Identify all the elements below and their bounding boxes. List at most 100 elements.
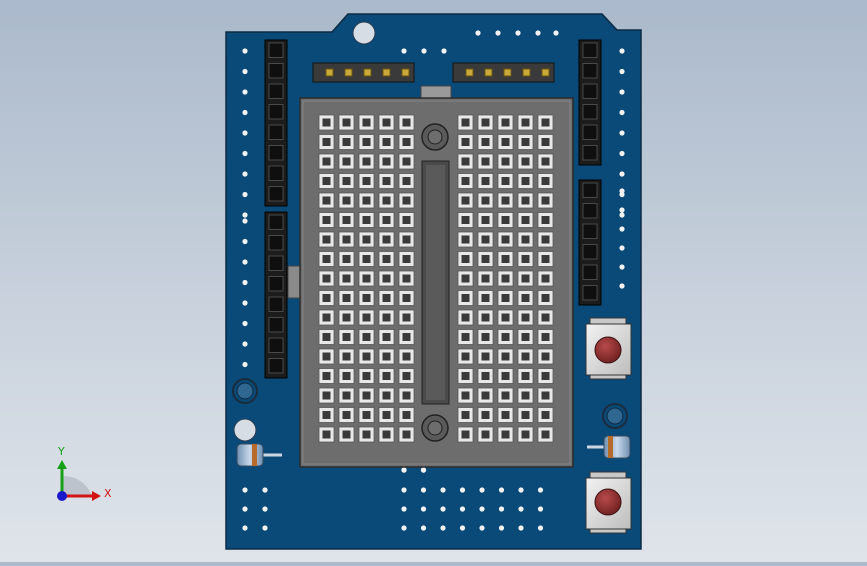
breadboard-hole-inner	[481, 255, 490, 263]
breadboard-hole-inner	[362, 352, 371, 361]
breadboard-hole-inner	[521, 196, 530, 205]
push-button-bottom[interactable]	[585, 471, 632, 534]
pcb-pad	[242, 506, 248, 512]
header-socket	[582, 104, 598, 120]
x-axis-label: X	[104, 487, 112, 500]
breadboard-hole-inner	[362, 216, 371, 224]
breadboard-hole-inner	[541, 294, 550, 302]
breadboard-hole-inner	[481, 372, 490, 380]
pcb-pad	[242, 191, 248, 198]
pcb-pad	[619, 226, 625, 232]
breadboard-hole-inner	[342, 391, 351, 400]
breadboard-hole-inner	[402, 391, 411, 400]
pcb-pad	[619, 130, 625, 136]
breadboard-hole-inner	[402, 177, 411, 185]
header-socket	[268, 145, 284, 161]
pcb-pad	[619, 188, 625, 194]
breadboard-hole-inner	[322, 274, 331, 283]
breadboard-hole-inner	[461, 313, 470, 322]
connector-pin	[503, 68, 512, 77]
breadboard-hole-inner	[322, 333, 331, 341]
pcb-pad	[498, 487, 505, 493]
pcb-pad	[242, 212, 248, 218]
potentiometer-left[interactable]	[236, 443, 282, 467]
breadboard-hole-inner	[382, 352, 391, 361]
pcb-pads	[242, 30, 625, 531]
breadboard-hole-inner	[382, 333, 391, 341]
z-axis-dot	[57, 491, 67, 501]
breadboard-hole-inner	[461, 430, 470, 439]
header-socket	[582, 145, 598, 161]
breadboard-hole-inner	[362, 157, 371, 166]
breadboard-hole-inner	[501, 313, 510, 322]
pcb-pad	[479, 525, 485, 531]
pcb-pad	[619, 48, 625, 54]
breadboard-hole-inner	[481, 391, 490, 400]
pcb-pad	[498, 525, 505, 531]
pcb-pad	[619, 245, 625, 251]
pcb-pad	[401, 48, 407, 54]
breadboard-hole-inner	[521, 235, 530, 244]
breadboard-hole-inner	[382, 430, 391, 439]
potentiometer-right[interactable]	[587, 435, 631, 459]
pcb-pad	[619, 212, 625, 218]
pcb-pad	[537, 487, 544, 493]
push-button-top[interactable]	[585, 317, 632, 380]
breadboard-hole-inner	[481, 411, 490, 419]
breadboard-hole-inner	[541, 196, 550, 205]
coordinate-triad[interactable]: X Y	[57, 445, 112, 501]
breadboard-hole-inner	[501, 118, 510, 127]
pcb-pad	[242, 89, 248, 95]
breadboard-hole-inner	[521, 138, 530, 146]
breadboard-hole-inner	[461, 294, 470, 302]
breadboard-hole-inner	[342, 138, 351, 146]
header-socket	[582, 223, 598, 239]
breadboard-hole-inner	[322, 294, 331, 302]
pcb-pad	[619, 109, 625, 116]
breadboard-hole-inner	[501, 411, 510, 419]
breadboard-hole-inner	[501, 333, 510, 341]
header-socket	[582, 124, 598, 140]
header-socket	[582, 244, 598, 260]
breadboard-hole-inner	[461, 274, 470, 283]
breadboard-hole-inner	[322, 372, 331, 380]
breadboard-hole-inner	[481, 235, 490, 244]
pcb-pad	[479, 487, 485, 493]
breadboard-hole-inner	[521, 216, 530, 224]
breadboard-hole-inner	[481, 313, 490, 322]
breadboard-hole-inner	[541, 274, 550, 283]
pcb-pad	[242, 109, 248, 116]
breadboard-hole-inner	[481, 157, 490, 166]
header-socket	[582, 83, 598, 99]
breadboard-hole-inner	[402, 157, 411, 166]
led-right[interactable]	[602, 403, 628, 429]
header-socket	[268, 124, 284, 140]
breadboard-hole-inner	[322, 255, 331, 263]
breadboard-hole-inner	[362, 138, 371, 146]
breadboard-hole-inner	[501, 177, 510, 185]
pcb-pad	[262, 487, 268, 493]
mini-breadboard[interactable]	[287, 85, 574, 468]
pcb-pad	[420, 506, 427, 512]
pcb-pad	[401, 525, 407, 531]
pcb-pad	[420, 467, 427, 473]
pcb-pad	[242, 361, 248, 368]
pcb-pad	[537, 506, 544, 512]
pcb-pad	[619, 207, 625, 213]
breadboard-hole-inner	[461, 255, 470, 263]
breadboard-hole-inner	[342, 118, 351, 127]
breadboard-hole-inner	[362, 294, 371, 302]
breadboard-hole-inner	[461, 352, 470, 361]
header-socket	[582, 182, 598, 198]
led-left[interactable]	[232, 378, 258, 404]
header-socket	[268, 83, 284, 99]
breadboard-hole-inner	[322, 157, 331, 166]
header-socket	[582, 42, 598, 58]
pcb-pad	[619, 150, 625, 157]
breadboard-hole-inner	[382, 274, 391, 283]
breadboard-hole-inner	[481, 333, 490, 341]
header-socket	[582, 264, 598, 280]
breadboard-hole-inner	[322, 391, 331, 400]
